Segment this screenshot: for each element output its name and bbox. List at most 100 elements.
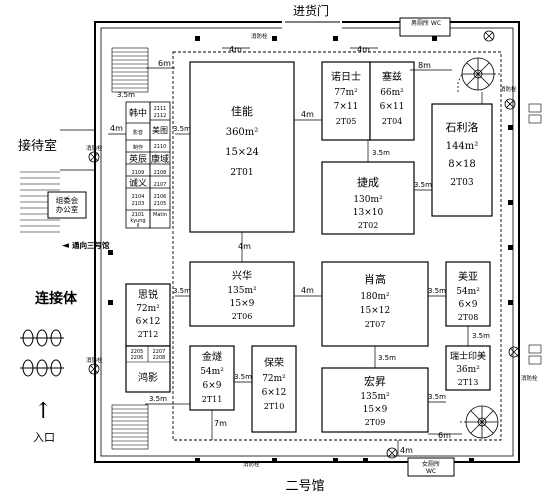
svg-text:2109: 2109 [132, 170, 145, 176]
svg-text:6×11: 6×11 [380, 102, 405, 112]
svg-text:2108: 2108 [154, 170, 167, 176]
svg-text:4m: 4m [301, 110, 314, 119]
booth-canon: 佳能 360m² 15×24 2T01 [189, 61, 295, 233]
svg-text:3.5m: 3.5m [372, 149, 390, 157]
svg-text:佳能: 佳能 [231, 104, 253, 118]
svg-text:72m²: 72m² [262, 374, 286, 384]
svg-text:4m: 4m [400, 446, 413, 455]
svg-text:金燧: 金燧 [202, 350, 222, 363]
svg-text:3.5m: 3.5m [234, 373, 252, 381]
svg-text:6×9: 6×9 [459, 300, 478, 310]
to-hall3-arrow: ◄ [62, 241, 69, 251]
svg-text:2112: 2112 [154, 113, 167, 119]
svg-text:美图: 美图 [152, 125, 168, 135]
svg-text:8×18: 8×18 [448, 159, 475, 170]
booth-xiaogao: 肖高 180m² 15×12 2T07 [321, 261, 429, 347]
svg-text:72m²: 72m² [136, 304, 160, 314]
booth-hongsheng: 宏昇 135m² 15×9 2T09 [321, 367, 429, 433]
svg-text:2208: 2208 [153, 355, 166, 361]
svg-text:2105: 2105 [154, 201, 167, 207]
bottom-hall-label: 二号馆 [285, 479, 324, 494]
booth-siyi: 思锐 72m² 6×12 2T12 [125, 283, 171, 347]
svg-text:2T12: 2T12 [138, 330, 159, 339]
booth-swiss: 瑞士印美 36m² 2T13 [445, 345, 491, 391]
svg-text:3.5m: 3.5m [472, 332, 490, 340]
booth-shiliiluo: 石利洛 144m² 8×18 2T03 [431, 103, 493, 217]
svg-text:130m²: 130m² [353, 195, 383, 205]
svg-text:消防栓: 消防栓 [86, 356, 103, 364]
svg-text:il: il [137, 223, 140, 229]
svg-text:2T09: 2T09 [365, 418, 386, 427]
office: 组委会办公室 [47, 191, 87, 219]
svg-text:3.5m: 3.5m [428, 393, 446, 401]
svg-text:66m²: 66m² [380, 88, 404, 98]
svg-text:2206: 2206 [131, 355, 144, 361]
top-entrance-gap [282, 18, 342, 30]
booth-nuori: 诺日士 77m² 7×11 2T05 [321, 61, 371, 141]
svg-text:2T07: 2T07 [365, 320, 386, 329]
hydrant-icons [88, 30, 520, 459]
svg-text:宏昇: 宏昇 [364, 374, 386, 388]
svg-text:消防栓: 消防栓 [243, 460, 260, 468]
dimension-lines [108, 47, 483, 456]
svg-text:美亚: 美亚 [458, 270, 478, 283]
booth-jinhui: 金燧 54m² 6×9 2T11 [189, 345, 235, 411]
svg-text:瑞士印美: 瑞士印美 [450, 350, 486, 362]
pillars [108, 36, 513, 463]
booth-jiecheng: 捷成 130m² 13×10 2T02 [321, 161, 415, 235]
svg-text:360m²: 360m² [226, 127, 259, 138]
svg-text:4m: 4m [357, 45, 370, 54]
svg-text:Matin: Matin [153, 212, 167, 218]
svg-text:消防栓: 消防栓 [251, 32, 268, 40]
svg-text:思锐: 思锐 [138, 288, 158, 301]
dimension-labels: 4m 4m 8m 4m 3.5m 3.5m 3.5m 4m 4m 3.5m 3.… [110, 45, 490, 455]
booth-baorong: 保荣 72m² 6×12 2T10 [251, 345, 297, 433]
svg-text:韩中: 韩中 [129, 107, 147, 119]
svg-text:8m: 8m [418, 61, 431, 70]
spiral-stairs-bottom-right [465, 405, 499, 439]
svg-text:54m²: 54m² [456, 287, 480, 297]
svg-text:2T04: 2T04 [382, 117, 403, 126]
svg-text:3.5m: 3.5m [173, 287, 191, 295]
svg-text:制作: 制作 [133, 144, 143, 151]
svg-text:54m²: 54m² [200, 367, 224, 377]
svg-text:15×9: 15×9 [230, 299, 255, 309]
svg-text:3.5m: 3.5m [414, 181, 432, 189]
svg-text:鸿影: 鸿影 [138, 371, 158, 384]
svg-text:诚义: 诚义 [129, 177, 147, 189]
svg-text:消防栓: 消防栓 [500, 85, 517, 93]
svg-text:2T11: 2T11 [202, 395, 223, 404]
svg-text:诺日士: 诺日士 [331, 70, 361, 83]
svg-text:2T03: 2T03 [450, 178, 473, 188]
restroom-male: 男厕所 WC [399, 17, 451, 37]
svg-text:15×9: 15×9 [363, 405, 388, 415]
svg-text:15×24: 15×24 [225, 147, 259, 158]
svg-text:2T10: 2T10 [264, 402, 285, 411]
svg-text:2T13: 2T13 [458, 378, 479, 387]
restroom-male-label: 男厕所 WC [411, 19, 441, 27]
svg-text:kyung: kyung [130, 218, 145, 224]
left-small-booth-labels: 韩中 2111 2112 美图 影音 2110 制作 英辰 康域 2109 21… [129, 106, 169, 229]
svg-text:3.5m: 3.5m [173, 125, 191, 133]
left-small-booths [125, 101, 171, 229]
stairs-top-left [111, 47, 149, 93]
connector-label: 连接体 [35, 290, 78, 307]
svg-text:135m²: 135m² [227, 286, 257, 296]
svg-text:消防栓: 消防栓 [521, 374, 538, 382]
svg-text:影音: 影音 [133, 129, 143, 136]
svg-text:2T02: 2T02 [358, 221, 379, 230]
svg-text:36m²: 36m² [456, 365, 480, 375]
svg-text:135m²: 135m² [360, 392, 390, 402]
svg-text:180m²: 180m² [360, 292, 390, 302]
stairs-bottom-left [111, 404, 149, 450]
entrance-label: 入口 [33, 431, 55, 444]
svg-text:2104: 2104 [132, 194, 145, 200]
svg-text:3.5m: 3.5m [428, 287, 446, 295]
svg-text:保荣: 保荣 [264, 356, 284, 369]
booth-meiya: 美亚 54m² 6×9 2T08 [445, 261, 491, 327]
svg-text:4m: 4m [110, 124, 123, 133]
svg-text:2101: 2101 [132, 212, 145, 218]
